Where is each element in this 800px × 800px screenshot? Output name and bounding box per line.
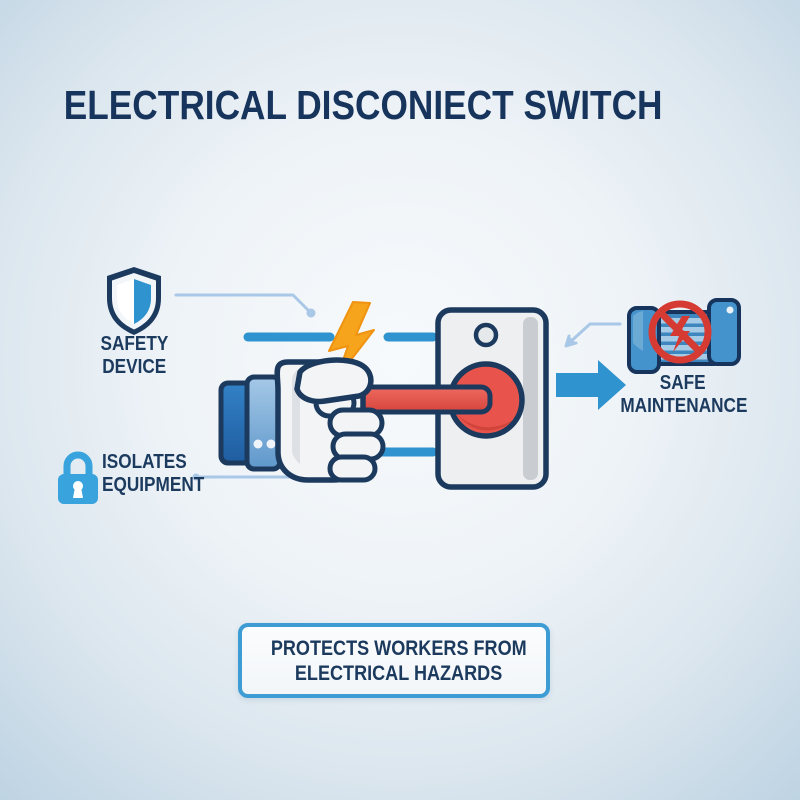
shield-icon	[107, 267, 161, 335]
isolates-equipment-line1: ISOLATES	[102, 451, 187, 473]
banner-line1: PROTECTS WORKERS FROM	[271, 636, 527, 660]
right-arrow-icon	[556, 360, 626, 410]
safe-maintenance-line1: SAFE	[660, 372, 706, 394]
padlock-icon	[58, 451, 98, 504]
panel-screw-icon	[473, 322, 499, 348]
power-lines	[243, 332, 438, 457]
no-power-prohibition-icon	[648, 300, 712, 364]
banner-text: PROTECTS WORKERS FROM ELECTRICAL HAZARDS	[250, 636, 548, 686]
motor-no-power-icon	[627, 298, 741, 374]
safe-maintenance-line2: MAINTENANCE	[620, 395, 748, 417]
connector-safe-maintenance	[564, 322, 622, 348]
hand-pulling-lever-icon	[218, 357, 386, 483]
lightning-bolt-icon	[328, 301, 375, 379]
banner-line2: ELECTRICAL HAZARDS	[295, 661, 503, 685]
safety-device-line1: SAFETY	[100, 333, 168, 355]
page-title: ELECTRICAL DISCONIECT SWITCH	[0, 82, 726, 129]
page-title-text: ELECTRICAL DISCONIECT SWITCH	[63, 82, 663, 128]
connector-safety-device	[174, 293, 316, 318]
safety-device-line2: DEVICE	[101, 356, 167, 378]
feature-label-safety-device: SAFETY DEVICE	[62, 333, 206, 379]
isolates-equipment-line2: EQUIPMENT	[102, 474, 205, 496]
feature-label-isolates-equipment: ISOLATES EQUIPMENT	[102, 451, 221, 497]
feature-label-safe-maintenance: SAFE MAINTENANCE	[610, 372, 756, 418]
bottom-banner: PROTECTS WORKERS FROM ELECTRICAL HAZARDS	[238, 623, 550, 698]
